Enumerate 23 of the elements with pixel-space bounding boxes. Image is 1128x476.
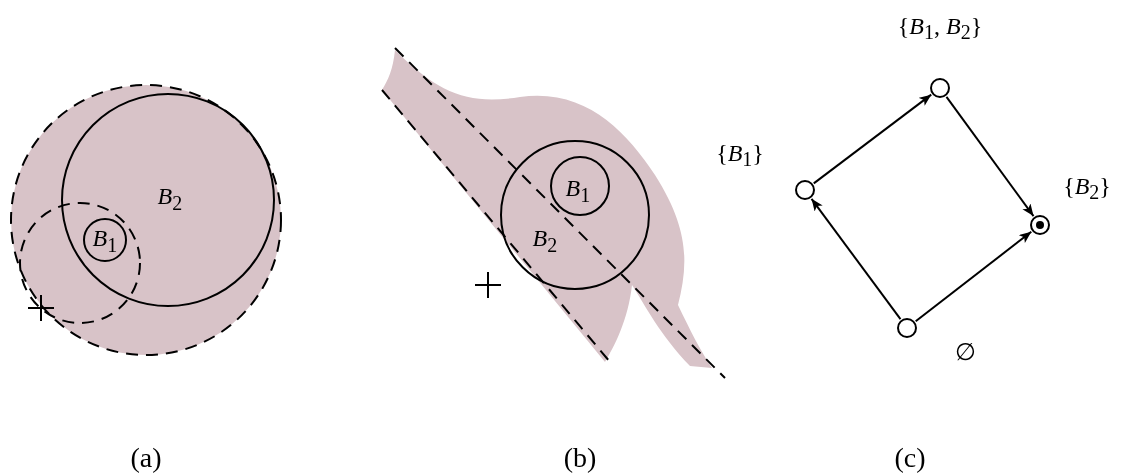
node-label: {B$_{2}$} — [1063, 173, 1111, 203]
node-label: {B$_{1}$} — [716, 140, 764, 170]
node-label: ∅ — [954, 340, 976, 364]
set-circle — [83, 218, 127, 262]
panel-label: (b) — [563, 444, 597, 472]
panel-label: (a) — [130, 444, 162, 472]
panel-label: (c) — [894, 444, 926, 472]
set-label: B$_{2}$ — [532, 225, 558, 255]
arrow — [945, 95, 1035, 218]
set-circle — [61, 93, 275, 307]
set-circle — [500, 140, 650, 290]
arrow — [914, 230, 1033, 323]
set-label: B$_{2}$ — [157, 183, 183, 213]
node-circle — [930, 78, 950, 98]
node-circle — [897, 318, 917, 338]
set-label: B$_{1}$ — [565, 175, 591, 205]
arrow — [810, 197, 902, 321]
node-label: {B$_{1}$, B$_{2}$} — [897, 13, 983, 43]
arrow — [812, 93, 933, 185]
set-label: B$_{1}$ — [92, 225, 118, 255]
set-circle — [550, 156, 610, 216]
node-circle — [1030, 215, 1050, 235]
node-circle — [795, 180, 815, 200]
